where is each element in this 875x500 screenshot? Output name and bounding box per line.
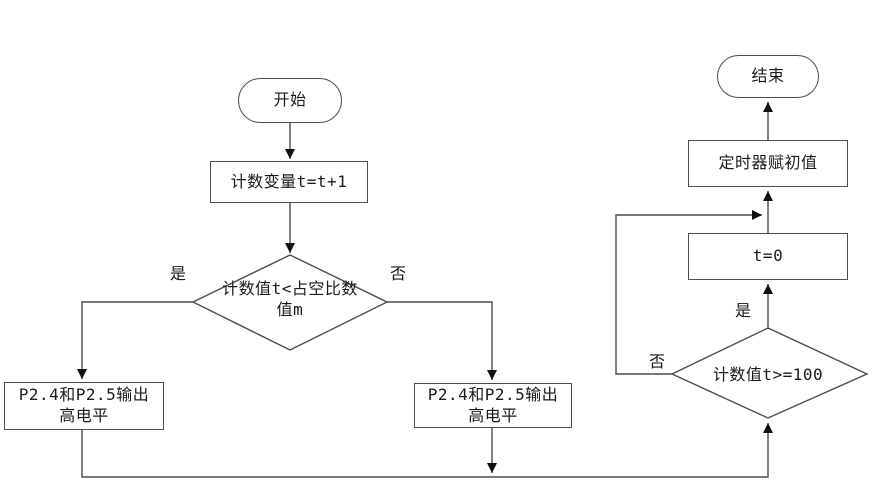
overflow-yes-label: 是 [735, 301, 752, 320]
mid-output-label-line1: P2.4和P2.5输出 [427, 384, 559, 404]
edge-overflow-no-loop [615, 210, 762, 375]
end-node: 结束 [717, 55, 819, 98]
duty-decision-label-line2: 值m [276, 300, 304, 319]
left-output-label-line1: P2.4和P2.5输出 [18, 385, 150, 405]
overflow-no-label: 否 [649, 352, 666, 371]
left-output-node: P2.4和P2.5输出 高电平 [4, 382, 164, 430]
increment-node: 计数变量t=t+1 [210, 161, 368, 203]
edge-duty-no-to-mid-output [387, 301, 497, 380]
edge-bottom-merge-to-overflow-decision [81, 423, 773, 478]
start-node: 开始 [238, 78, 342, 123]
duty-decision-label-line1: 计数值t<占空比数 [222, 279, 358, 298]
mid-output-node: P2.4和P2.5输出 高电平 [414, 383, 572, 428]
reset-node: t=0 [688, 233, 848, 280]
duty-decision-label: 计数值t<占空比数 值m [195, 278, 385, 320]
end-node-label: 结束 [751, 66, 785, 86]
overflow-decision-label: 计数值t>=100 [712, 365, 824, 384]
timer-reload-node: 定时器赋初值 [688, 140, 848, 187]
timer-reload-node-label: 定时器赋初值 [718, 153, 818, 173]
mid-output-label-line2: 高电平 [468, 405, 518, 425]
duty-no-label: 否 [390, 264, 407, 283]
overflow-decision-diamond-shape [670, 327, 869, 419]
left-output-label-line2: 高电平 [59, 406, 109, 425]
duty-decision-diamond-shape [191, 254, 389, 351]
start-node-label: 开始 [273, 90, 307, 110]
increment-node-label: 计数变量t=t+1 [230, 171, 348, 191]
reset-node-label: t=0 [752, 246, 784, 266]
edge-duty-yes-to-left-output [77, 301, 193, 379]
duty-yes-label: 是 [170, 264, 187, 283]
